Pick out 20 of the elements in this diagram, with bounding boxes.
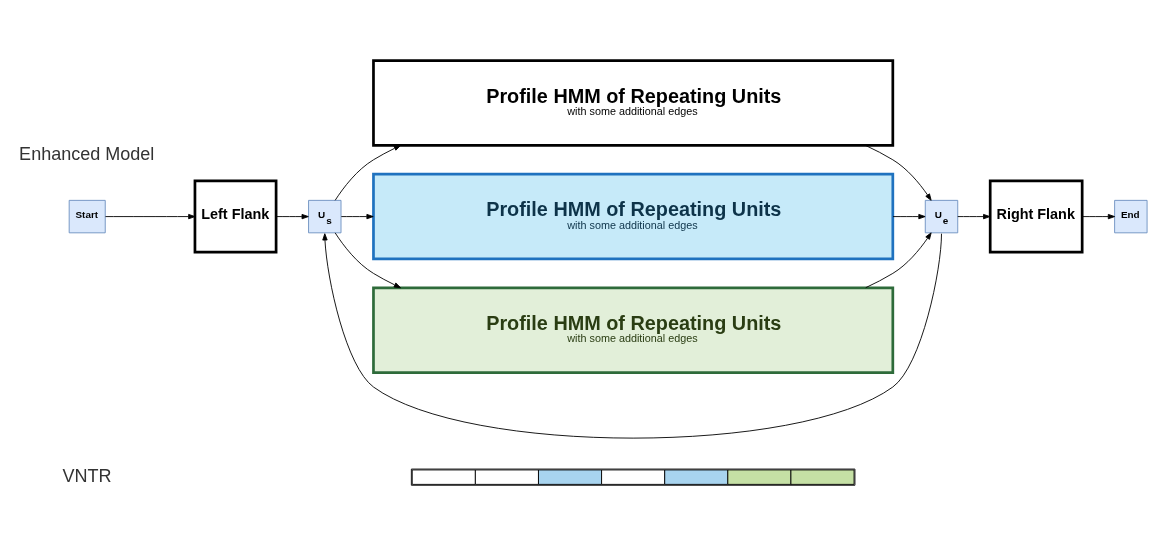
arrow bbox=[865, 232, 932, 289]
arrow bbox=[334, 232, 402, 289]
node-box: End bbox=[1114, 199, 1148, 234]
node-box: Profile HMM of Repeating Units with some additional edges bbox=[372, 59, 895, 147]
node-box: Profile HMM of Repeating Units with some additional edges bbox=[372, 172, 895, 261]
arrow bbox=[340, 213, 374, 220]
label: Enhanced Model bbox=[19, 143, 155, 164]
node-box: Profile HMM of Repeating Units with some additional edges bbox=[372, 286, 895, 374]
arrow bbox=[865, 145, 932, 201]
arrow bbox=[1082, 213, 1116, 220]
arrow bbox=[322, 233, 942, 439]
arrow bbox=[275, 213, 309, 220]
label: VNTR bbox=[62, 465, 112, 486]
node-box: Right Flank bbox=[988, 179, 1084, 254]
arrow bbox=[892, 213, 926, 220]
arrow bbox=[334, 145, 402, 201]
arrow bbox=[957, 213, 991, 220]
node-box: Start bbox=[68, 199, 106, 234]
node-box: Left Flank bbox=[193, 179, 278, 254]
arrow bbox=[105, 213, 196, 220]
